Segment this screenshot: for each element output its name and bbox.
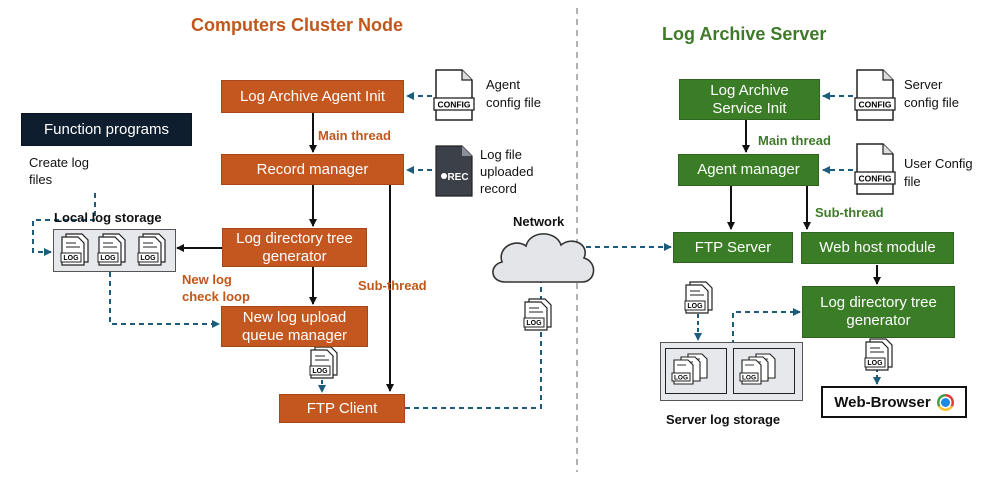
svg-text:LOG: LOG xyxy=(674,375,688,382)
ftp-server-box: FTP Server xyxy=(673,232,793,263)
agent-config-file-icon: CONFIG xyxy=(433,69,475,121)
svg-text:LOG: LOG xyxy=(742,375,756,382)
user-config-file-icon: CONFIG xyxy=(854,143,896,195)
svg-text:LOG: LOG xyxy=(140,255,156,262)
local-log-storage-label: Local log storage xyxy=(54,210,162,225)
svg-text:LOG: LOG xyxy=(526,320,542,327)
svg-text:LOG: LOG xyxy=(687,303,703,310)
server-main-thread-label: Main thread xyxy=(758,133,831,148)
chrome-browser-icon xyxy=(936,393,954,411)
web-browser-label: Web-Browser xyxy=(834,393,931,411)
agent-manager-box: Agent manager xyxy=(678,154,819,186)
record-manager-box: Record manager xyxy=(221,154,404,185)
server-log-tree-generator-box: Log directory tree generator xyxy=(802,286,955,338)
server-log-storage-label: Server log storage xyxy=(666,412,781,427)
agent-config-file-label: Agent config file xyxy=(486,77,541,110)
log-file-icon-tree: LOG xyxy=(864,338,893,371)
svg-text:CONFIG: CONFIG xyxy=(858,100,891,110)
cluster-sub-thread-label: Sub-thread xyxy=(358,278,427,293)
cluster-log-tree-generator-box: Log directory tree generator xyxy=(222,228,367,267)
svg-text:CONFIG: CONFIG xyxy=(858,174,891,184)
server-config-file-label: Server config file xyxy=(904,77,959,110)
local-log-file-icon-a: LOG xyxy=(60,233,89,266)
log-file-icon-network: LOG xyxy=(523,298,552,331)
network-cloud-icon xyxy=(492,233,595,283)
server-config-file-icon: CONFIG xyxy=(854,69,896,121)
service-init-box: Log Archive Service Init xyxy=(679,79,820,120)
new-log-check-loop-label: New log check loop xyxy=(182,272,250,304)
svg-text:LOG: LOG xyxy=(867,360,883,367)
svg-text:REC: REC xyxy=(447,172,468,183)
web-host-module-box: Web host module xyxy=(801,232,954,264)
server-log-files-icon-2: LOG xyxy=(739,353,776,385)
svg-text:LOG: LOG xyxy=(312,368,328,375)
cluster-main-thread-label: Main thread xyxy=(318,128,391,143)
network-label: Network xyxy=(513,214,565,229)
upload-queue-manager-box: New log upload queue manager xyxy=(221,306,368,347)
function-programs-box: Function programs xyxy=(21,113,192,146)
svg-text:LOG: LOG xyxy=(100,255,116,262)
cluster-section-title: Computers Cluster Node xyxy=(191,15,404,35)
log-file-icon-ftpserver: LOG xyxy=(684,281,713,314)
user-config-file-label: User Config file xyxy=(904,156,973,189)
local-log-file-icon-b: LOG xyxy=(97,233,126,266)
create-log-files-label: Create log files xyxy=(29,155,89,187)
dashed-function-to-storage xyxy=(32,193,96,256)
dashed-storage-to-tree xyxy=(732,308,801,345)
server-section-title: Log Archive Server xyxy=(662,24,827,44)
log-uploaded-record-label: Log file uploaded record xyxy=(480,147,534,196)
server-log-files-icon-1: LOG xyxy=(671,353,708,385)
server-sub-thread-label: Sub-thread xyxy=(815,205,884,220)
web-browser-box: Web-Browser xyxy=(821,386,967,418)
ftp-client-box: FTP Client xyxy=(279,394,405,423)
local-log-file-icon-c: LOG xyxy=(137,233,166,266)
log-file-icon-queue: LOG xyxy=(309,346,338,379)
log-uploaded-record-icon: REC xyxy=(435,145,473,197)
agent-init-box: Log Archive Agent Init xyxy=(221,80,404,113)
svg-text:LOG: LOG xyxy=(63,255,79,262)
svg-text:CONFIG: CONFIG xyxy=(437,100,470,110)
